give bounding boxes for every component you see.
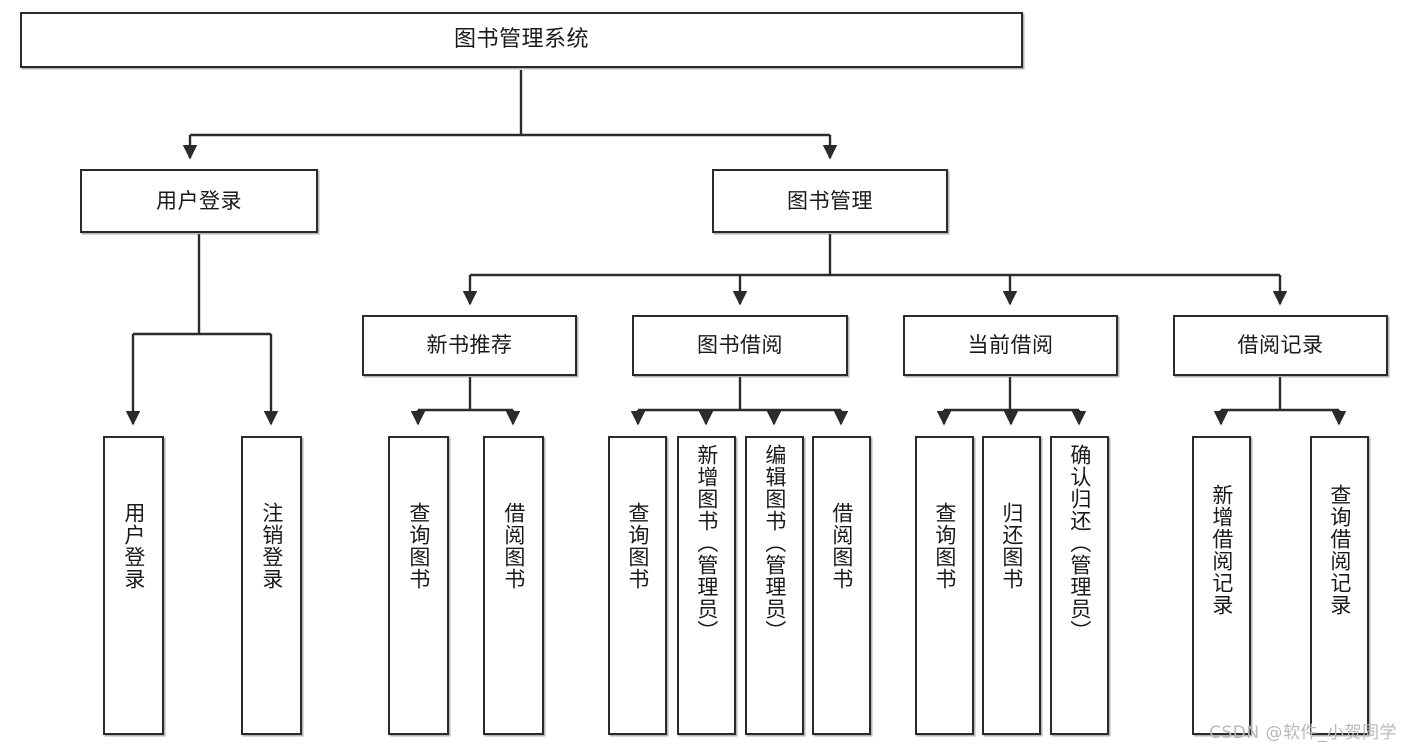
node-label: 图书管理 bbox=[787, 188, 873, 213]
node-label: 查询图书 bbox=[932, 502, 957, 590]
node-leaf-query-book-3[interactable]: 查询图书 bbox=[915, 436, 974, 735]
node-user-login[interactable]: 用户登录 bbox=[80, 169, 318, 233]
node-label: 借阅记录 bbox=[1237, 333, 1324, 358]
node-leaf-edit-book[interactable]: 编辑图书（管理员） bbox=[745, 436, 804, 735]
node-label: 编辑图书（管理员） bbox=[762, 444, 787, 642]
node-label: 用户登录 bbox=[156, 188, 242, 213]
node-leaf-query-record[interactable]: 查询借阅记录 bbox=[1310, 436, 1369, 735]
node-label: 查询借阅记录 bbox=[1327, 484, 1352, 616]
node-label: 确认归还（管理员） bbox=[1067, 444, 1092, 642]
node-label: 借阅图书 bbox=[829, 502, 854, 590]
node-borrow-record[interactable]: 借阅记录 bbox=[1173, 315, 1388, 376]
node-label: 注销登录 bbox=[259, 502, 284, 590]
csdn-watermark: CSDN @软件_小贺同学 bbox=[1209, 723, 1397, 743]
node-leaf-user-login[interactable]: 用户登录 bbox=[103, 436, 164, 735]
node-label: 新增借阅记录 bbox=[1209, 484, 1234, 616]
node-leaf-confirm-return[interactable]: 确认归还（管理员） bbox=[1050, 436, 1109, 735]
node-label: 查询图书 bbox=[625, 502, 650, 590]
node-leaf-add-record[interactable]: 新增借阅记录 bbox=[1192, 436, 1251, 735]
node-label: 归还图书 bbox=[999, 502, 1024, 590]
node-leaf-return-book[interactable]: 归还图书 bbox=[982, 436, 1041, 735]
node-label: 图书借阅 bbox=[697, 333, 783, 358]
node-label: 查询图书 bbox=[406, 502, 431, 590]
node-label: 用户登录 bbox=[121, 502, 146, 590]
node-label: 当前借阅 bbox=[967, 333, 1054, 358]
node-new-book-recommend[interactable]: 新书推荐 bbox=[362, 315, 577, 376]
node-label: 图书管理系统 bbox=[453, 27, 589, 53]
node-book-manage[interactable]: 图书管理 bbox=[712, 169, 948, 233]
node-label: 新增图书（管理员） bbox=[694, 444, 719, 642]
node-label: 新书推荐 bbox=[426, 333, 513, 358]
node-leaf-borrow-book-2[interactable]: 借阅图书 bbox=[812, 436, 871, 735]
node-leaf-query-book-2[interactable]: 查询图书 bbox=[608, 436, 667, 735]
node-leaf-query-book-1[interactable]: 查询图书 bbox=[388, 436, 449, 735]
node-leaf-borrow-book-1[interactable]: 借阅图书 bbox=[483, 436, 544, 735]
node-current-borrow[interactable]: 当前借阅 bbox=[903, 315, 1118, 376]
node-root-system[interactable]: 图书管理系统 bbox=[20, 12, 1023, 68]
node-leaf-logout-login[interactable]: 注销登录 bbox=[241, 436, 302, 735]
node-book-borrow[interactable]: 图书借阅 bbox=[632, 315, 848, 376]
node-label: 借阅图书 bbox=[501, 502, 526, 590]
node-leaf-add-book[interactable]: 新增图书（管理员） bbox=[677, 436, 736, 735]
